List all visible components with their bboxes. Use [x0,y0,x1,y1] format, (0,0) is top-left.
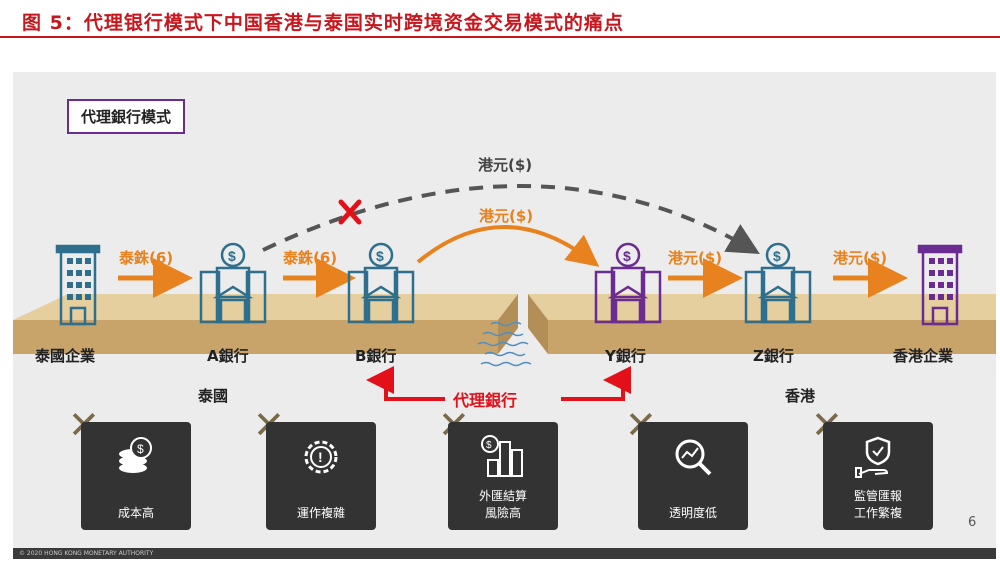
blocked-hkd-path [262,184,760,255]
gear-warning-icon: ! [304,440,338,474]
svg-text:$: $ [486,440,492,451]
bank-y-icon: $ [594,242,662,324]
blocked-flow-label: 港元($) [478,156,533,174]
svg-text:$: $ [376,248,384,264]
hkd-flow-label-1: 港元($) [668,249,723,267]
svg-text:$: $ [623,248,631,264]
svg-text:$: $ [228,248,236,264]
slide: $ $ $ $ [13,72,996,559]
page-title: 图 5：代理银行模式下中国香港与泰国实时跨境资金交易模式的痛点 [22,12,624,34]
hand-shield-icon [855,436,891,478]
mode-label: 代理銀行模式 [67,99,186,134]
region-thailand: 泰國 [198,387,229,405]
diagram-canvas: $ $ $ $ [13,184,996,401]
svg-text:$: $ [773,248,781,264]
bank-y-label: Y銀行 [605,347,646,365]
correspondent-arrows [366,366,631,401]
coins-icon: $ [119,437,152,473]
bank-b-label: B銀行 [355,347,397,365]
blocked-x-icon [338,199,362,225]
bank-a-label: A銀行 [207,347,249,365]
pain-point-card-cost: $ 成本高 [81,422,191,530]
pain-point-card-complexity: ! 運作複雜 [266,422,376,530]
footer-bar: © 2020 HONG KONG MONETARY AUTHORITY [13,548,996,559]
bank-z-icon: $ [744,242,812,324]
title-rule [0,36,1000,38]
bank-a-icon: $ [199,242,267,324]
svg-text:$: $ [137,442,144,456]
correspondent-bank-label: 代理銀行 [453,391,518,410]
copyright-text: © 2020 HONG KONG MONETARY AUTHORITY [19,550,154,557]
thb-flow-label-1: 泰銖(6) [119,249,174,267]
region-hongkong: 香港 [785,387,816,405]
hkd-flow-label-2: 港元($) [833,249,888,267]
thb-flow-label-2: 泰銖(6) [283,249,338,267]
svg-text:!: ! [318,449,323,465]
thai-company-building-icon [55,244,101,326]
hk-company-label: 香港企業 [893,347,954,365]
pain-point-card-regulatory: 監管匯報 工作繁複 [823,422,933,530]
magnifier-chart-icon [675,439,712,476]
bank-z-label: Z銀行 [753,347,794,365]
pain-point-label: 透明度低 [668,506,717,520]
pain-point-label: 成本高 [117,506,154,520]
curve-flow-label: 港元($) [479,207,534,225]
pain-point-label: 運作複雜 [296,506,345,520]
thai-company-label: 泰國企業 [35,347,96,365]
bank-b-icon: $ [347,242,415,324]
hk-company-building-icon [917,244,963,326]
fx-buildings-icon: $ [481,435,523,477]
pain-point-label: 監管匯報 工作繁複 [853,489,902,520]
hkd-curve-arrow [416,225,600,267]
page-number: 6 [968,515,977,530]
pain-point-card-fx-risk: $ 外匯結算 風險高 [448,422,558,530]
water-waves [477,321,532,367]
pain-point-label: 外匯結算 風險高 [478,489,527,520]
pain-point-card-transparency: 透明度低 [638,422,748,530]
